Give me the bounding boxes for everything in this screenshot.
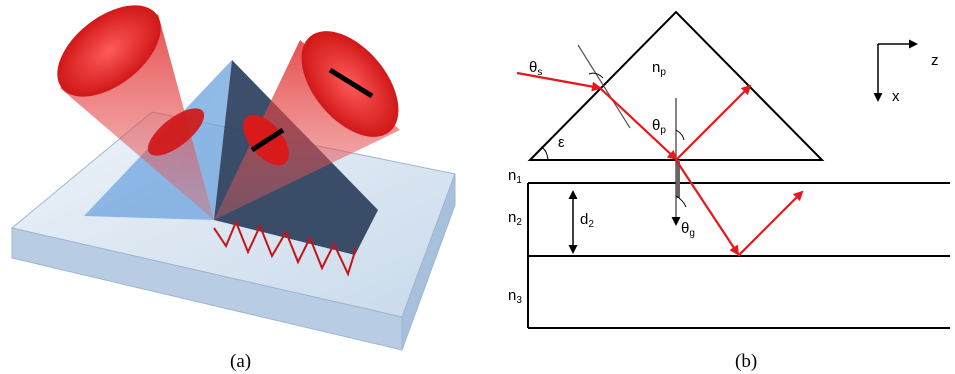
label-theta-p: θp — [652, 117, 666, 136]
label-d-2: d2 — [580, 211, 594, 230]
caption-b: (b) — [735, 351, 757, 372]
beam-incident — [516, 71, 602, 92]
panel-a-illustration: (a) — [10, 5, 456, 372]
label-n-2: n2 — [508, 209, 522, 228]
label-theta-s: θs — [529, 59, 542, 78]
label-axis-z: z — [931, 52, 939, 69]
label-n-1: n1 — [508, 167, 522, 186]
beam-reflected — [675, 84, 752, 161]
polarization-bar-outer — [328, 67, 374, 99]
incident-beam — [57, 5, 214, 220]
outgoing-beam — [214, 31, 400, 220]
label-n-3: n3 — [508, 287, 522, 306]
polarization-bar-inner — [250, 127, 285, 153]
beam-guide-reflect — [737, 190, 804, 257]
guided-wave-zigzag — [213, 219, 357, 277]
beam-in-prism — [599, 87, 678, 161]
angle-arc-p — [675, 129, 685, 141]
angle-arc-epsilon — [540, 146, 549, 161]
panel-b-diagram: θs np θp ε n1 n2 n3 d2 θg z x (b) — [508, 10, 950, 372]
caption-a: (a) — [230, 351, 251, 372]
label-axis-x: x — [892, 88, 900, 105]
angle-arc-s — [588, 72, 604, 79]
label-theta-g: θg — [681, 220, 695, 239]
surface-normal — [577, 44, 631, 129]
angle-arc-g — [675, 195, 687, 208]
label-n-p: np — [652, 59, 666, 78]
label-epsilon: ε — [558, 134, 565, 151]
beam-in-guide — [675, 159, 740, 256]
